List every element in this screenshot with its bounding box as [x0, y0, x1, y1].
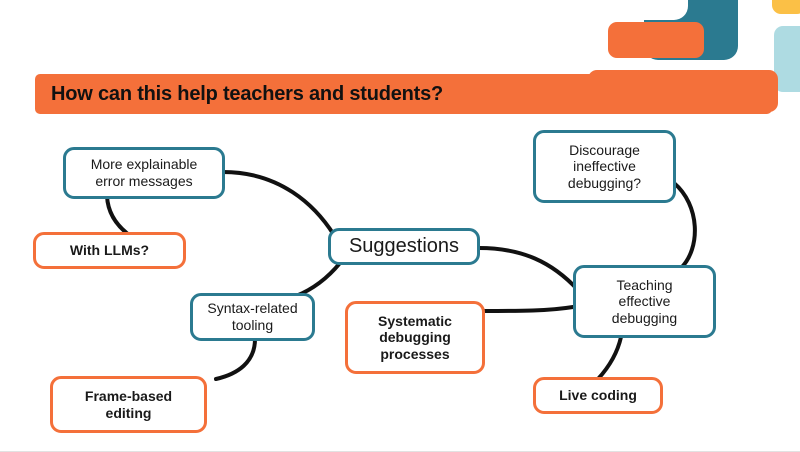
node-syntax-related-tooling[interactable]: Syntax-related tooling	[190, 293, 315, 341]
node-suggestions[interactable]: Suggestions	[328, 228, 480, 265]
yellow-block-decoration	[772, 0, 800, 14]
edge-errors-to-suggestions	[221, 170, 336, 237]
orange-small-block-decoration	[608, 22, 704, 58]
edge-syntax-to-frame-based	[214, 337, 257, 381]
node-label: More explainable error messages	[90, 156, 198, 189]
node-label: Systematic debugging processes	[378, 312, 452, 362]
node-discourage-ineffective-debugging[interactable]: Discourage ineffective debugging?	[533, 130, 676, 203]
node-label: Discourage ineffective debugging?	[567, 141, 642, 191]
node-with-llms[interactable]: With LLMs?	[33, 232, 186, 269]
node-frame-based-editing[interactable]: Frame-based editing	[50, 376, 207, 433]
light-blue-block-decoration	[774, 26, 800, 92]
edge-systematic-to-teaching	[482, 305, 575, 313]
node-label: Frame-based editing	[84, 387, 173, 421]
slide-title-banner: How can this help teachers and students?	[35, 74, 772, 114]
node-label: Teaching effective debugging	[611, 276, 678, 326]
node-label: Syntax-related tooling	[207, 300, 298, 333]
edge-suggestions-to-syntax	[294, 261, 342, 298]
node-more-explainable-error-messages[interactable]: More explainable error messages	[63, 147, 225, 199]
node-live-coding[interactable]: Live coding	[533, 377, 663, 414]
slide-title: How can this help teachers and students?	[51, 82, 444, 105]
node-label: With LLMs?	[69, 242, 150, 259]
teal-shape-notch	[644, 0, 688, 20]
edge-suggestions-to-teaching	[477, 246, 580, 292]
node-label: Live coding	[559, 387, 637, 404]
node-teaching-effective-debugging[interactable]: Teaching effective debugging	[573, 265, 716, 338]
node-systematic-debugging-processes[interactable]: Systematic debugging processes	[345, 301, 485, 374]
node-label: Suggestions	[348, 234, 460, 257]
edge-discourage-to-teaching	[672, 181, 697, 270]
edge-teaching-to-live-coding	[596, 335, 623, 381]
